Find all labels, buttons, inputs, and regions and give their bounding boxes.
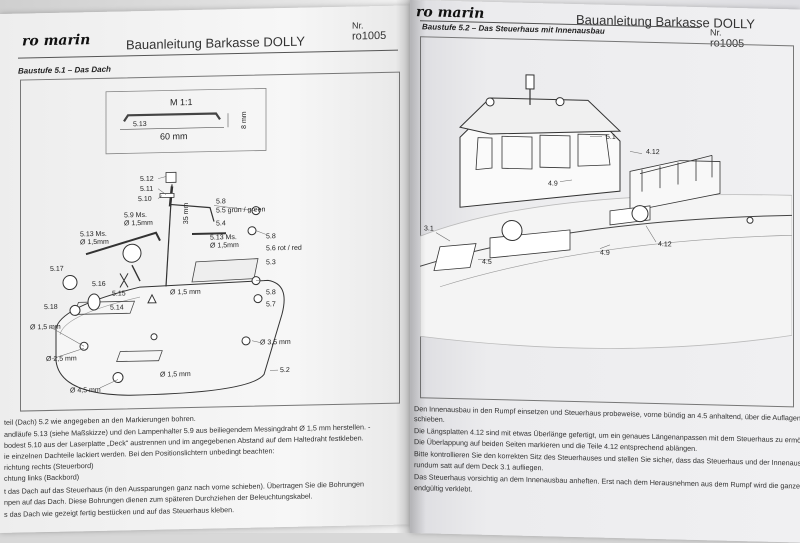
- lamp-holder-wire: [170, 204, 214, 223]
- label-5-7: 5.7: [266, 301, 276, 308]
- label-5-13-left-diameter: Ø 1,5mm: [80, 239, 109, 247]
- label-4-12-top: 4.12: [646, 149, 660, 156]
- page-title: Bauanleitung Barkasse DOLLY: [126, 34, 305, 53]
- label-5-4: 5.4: [216, 220, 226, 227]
- label-5-15: 5.15: [112, 290, 126, 297]
- label-5-8: 5.8: [216, 198, 226, 205]
- horn-part: [123, 244, 141, 262]
- wheelhouse-assembly-drawing: 5.1 4.12 4.9 3.1 4.5 4.9 4.12: [420, 36, 792, 405]
- label-5-18: 5.18: [44, 304, 58, 311]
- document-number: Nr. ro1005: [352, 20, 386, 43]
- book-gutter: [396, 0, 426, 533]
- bow-plate-4-5: [434, 243, 476, 272]
- searchlight-part: [63, 275, 77, 289]
- instruction-line-6: chtung links (Backbord): [4, 472, 79, 484]
- right-instruction-line-1: Den Innenausbau in den Rumpf einsetzen u…: [414, 404, 800, 424]
- label-diameter-1-5-bottom: Ø 1,5 mm: [160, 371, 191, 379]
- label-5-3: 5.3: [266, 259, 276, 266]
- label-5-16: 5.16: [92, 281, 106, 288]
- label-diameter-1-5-left: Ø 1,5 mm: [30, 324, 61, 332]
- label-5-13-right-diameter: Ø 1,5mm: [210, 242, 239, 250]
- document-number-value: ro1005: [352, 30, 386, 43]
- brand-logo: ro marin: [22, 32, 90, 49]
- instruction-line-5: richtung rechts (Steuerbord): [4, 461, 94, 473]
- label-5-13-left: 5.13 Ms.: [80, 231, 107, 239]
- label-5-13-right: 5.13 Ms.: [210, 234, 237, 242]
- scale-label: M 1:1: [170, 97, 193, 107]
- label-5-8-b: 5.8: [266, 233, 276, 240]
- label-5-11: 5.11: [140, 186, 153, 193]
- label-5-9-diameter: Ø 1,5mm: [124, 220, 153, 228]
- hull-outline: [420, 186, 792, 353]
- step-title: Baustufe 5.1 – Das Dach: [18, 65, 111, 76]
- label-5-8-c: 5.8: [266, 289, 276, 296]
- label-5-2: 5.2: [280, 367, 290, 374]
- label-5-17: 5.17: [50, 266, 64, 273]
- steering-wheel: [502, 220, 522, 240]
- label-4-12-bottom: 4.12: [658, 241, 672, 248]
- document-number-label: Nr.: [352, 20, 364, 30]
- label-5-1: 5.1: [606, 134, 616, 141]
- roof-exploded-drawing: M 1:1 5.13 60 mm 8 mm: [20, 72, 398, 410]
- label-5-12: 5.12: [140, 176, 154, 183]
- label-4-9-top: 4.9: [548, 180, 558, 187]
- label-4-5: 4.5: [482, 259, 492, 266]
- dim-width-label: 60 mm: [160, 131, 188, 142]
- left-page: ro marin Bauanleitung Barkasse DOLLY Nr.…: [0, 5, 410, 533]
- dim-height-label: 8 mm: [241, 111, 248, 129]
- label-diameter-1-5-top: Ø 1,5 mm: [170, 289, 201, 297]
- wheelhouse-roof: [460, 97, 620, 137]
- brand-logo-right: ro marin: [416, 4, 484, 22]
- document-number-label-right: Nr.: [710, 27, 722, 37]
- label-5-9: 5.9 Ms.: [124, 212, 147, 219]
- label-5-10: 5.10: [138, 196, 152, 203]
- roof-inset-panel: [192, 259, 258, 282]
- label-4-9-bottom: 4.9: [600, 250, 610, 257]
- label-5-6: 5.6 rot / red: [266, 245, 302, 253]
- instruction-line-9: s das Dach wie gezeigt fertig bestücken …: [4, 505, 234, 520]
- label-diameter-4-5: Ø 4,5 mm: [70, 387, 101, 395]
- right-page: ro marin Bauanleitung Barkasse DOLLY Nr.…: [410, 0, 800, 543]
- label-35mm: 35 mm: [183, 202, 190, 224]
- right-instruction-line-6: rundum satt auf dem Deck 3.1 aufliegen.: [414, 460, 543, 473]
- header-divider: [18, 50, 398, 59]
- label-5-5: 5.5 grün / green: [216, 206, 266, 214]
- label-5-14: 5.14: [110, 304, 124, 311]
- label-diameter-3-5: Ø 3,5 mm: [260, 339, 291, 347]
- label-diameter-2-5: Ø 2,5 mm: [46, 355, 77, 363]
- handrail-part-label: 5.13: [133, 121, 147, 128]
